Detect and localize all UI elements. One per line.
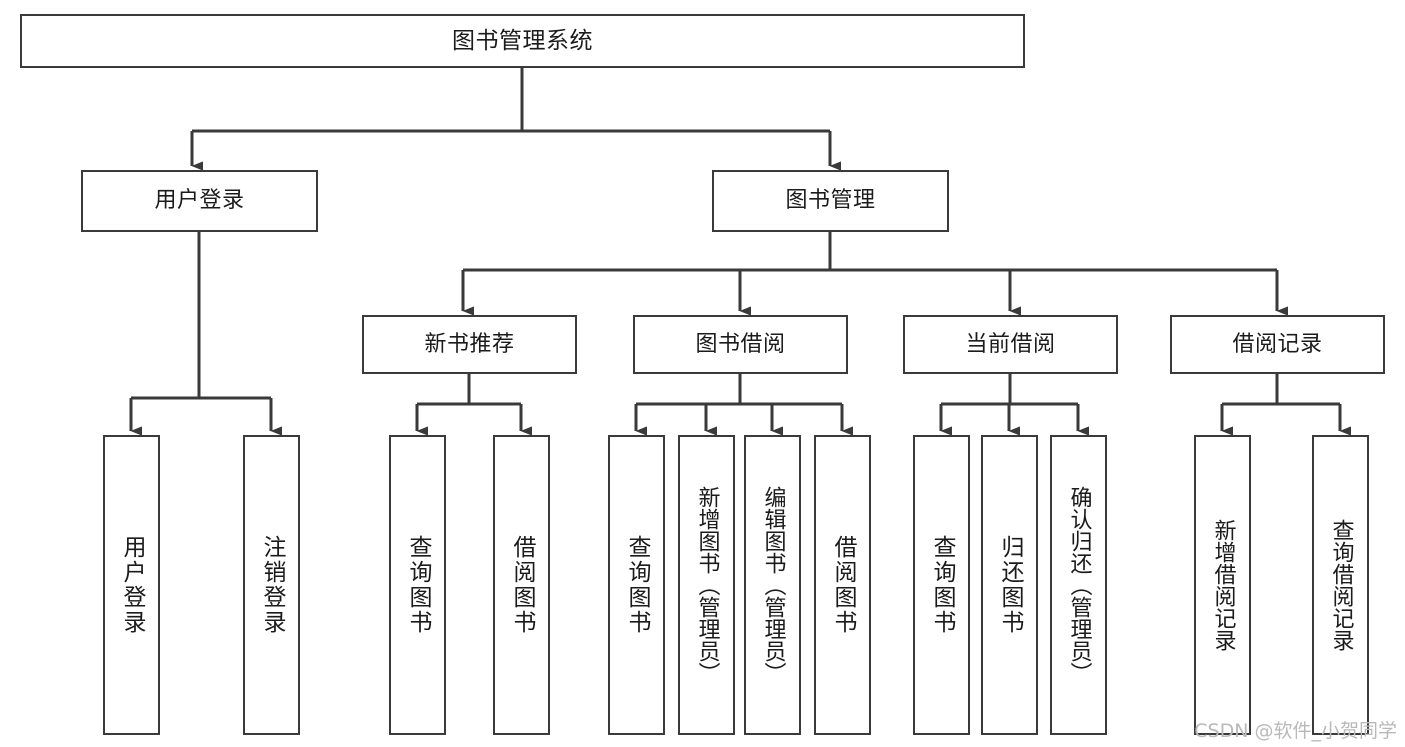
node-label: 用户登录 [154, 188, 245, 214]
leaf-edit-book-admin[interactable]: 编辑图书（管理员） [744, 435, 801, 735]
node-label: 归还图书 [997, 535, 1023, 635]
node-label: 新增图书（管理员） [694, 486, 720, 684]
node-label: 新书推荐 [424, 331, 515, 357]
node-label: 图书管理 [785, 188, 876, 214]
node-label: 查询借阅记录 [1328, 519, 1354, 651]
leaf-query-borrow-record[interactable]: 查询借阅记录 [1312, 435, 1369, 735]
leaf-return-book[interactable]: 归还图书 [981, 435, 1038, 735]
leaf-add-borrow-record[interactable]: 新增借阅记录 [1194, 435, 1251, 735]
node-label: 注销登录 [259, 535, 285, 635]
node-book-borrow[interactable]: 图书借阅 [633, 315, 848, 374]
leaf-add-book-admin[interactable]: 新增图书（管理员） [678, 435, 735, 735]
leaf-query-book-current[interactable]: 查询图书 [913, 435, 970, 735]
node-label: 图书借阅 [695, 331, 786, 357]
leaf-user-login[interactable]: 用户登录 [103, 435, 160, 735]
node-label: 借阅记录 [1232, 331, 1323, 357]
node-label: 当前借阅 [965, 331, 1056, 357]
leaf-borrow-book-new-rec[interactable]: 借阅图书 [493, 435, 550, 735]
leaf-query-book-new-rec[interactable]: 查询图书 [389, 435, 446, 735]
node-label: 查询图书 [405, 535, 431, 635]
leaf-borrow-book[interactable]: 借阅图书 [814, 435, 871, 735]
leaf-query-book-borrow[interactable]: 查询图书 [608, 435, 665, 735]
node-label: 确认归还（管理员） [1066, 486, 1092, 684]
node-label: 借阅图书 [509, 535, 535, 635]
watermark: CSDN @软件_小贺同学 [1194, 720, 1397, 742]
node-current-borrow[interactable]: 当前借阅 [903, 315, 1118, 374]
leaf-confirm-return-admin[interactable]: 确认归还（管理员） [1050, 435, 1107, 735]
node-borrow-record[interactable]: 借阅记录 [1170, 315, 1385, 374]
node-new-book-recommendation[interactable]: 新书推荐 [362, 315, 577, 374]
node-root-book-management-system[interactable]: 图书管理系统 [20, 14, 1025, 68]
node-label: 用户登录 [119, 535, 145, 635]
node-label: 图书管理系统 [452, 27, 593, 54]
node-label: 编辑图书（管理员） [760, 486, 786, 684]
node-label: 借阅图书 [830, 535, 856, 635]
node-book-management[interactable]: 图书管理 [712, 170, 949, 232]
node-label: 查询图书 [624, 535, 650, 635]
node-user-login[interactable]: 用户登录 [81, 170, 318, 232]
node-label: 查询图书 [929, 535, 955, 635]
node-label: 新增借阅记录 [1210, 519, 1236, 651]
leaf-logout[interactable]: 注销登录 [243, 435, 300, 735]
